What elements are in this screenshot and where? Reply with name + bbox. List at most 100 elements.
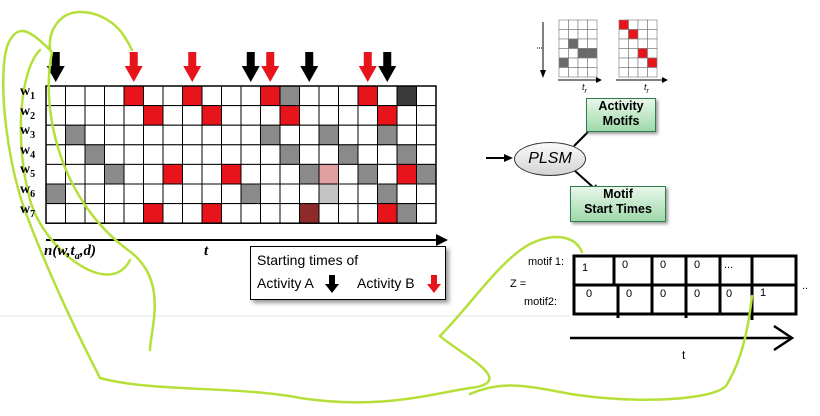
grid-cell: [143, 124, 164, 146]
thumbnail-cell: [647, 48, 658, 59]
motif-start-times-box: Motif Start Times: [570, 186, 666, 222]
thumbnail-cell: [637, 38, 648, 49]
grid-cell: [299, 183, 320, 205]
motif1-label: motif 1:: [528, 256, 565, 268]
thumbnail-cell: [568, 29, 579, 40]
thumbnail-cell: [568, 48, 579, 59]
grid-cell-filled: [123, 85, 144, 107]
thumb-axis-label-2: tr: [644, 82, 649, 95]
thumbnail-cell: [587, 48, 598, 59]
z-motif2-cell: 0: [626, 288, 633, 300]
activity-b-arrow-icon: [124, 52, 143, 82]
grid-cell: [201, 163, 222, 185]
grid-cell-filled: [396, 203, 417, 224]
activity-a-arrow-icon: [378, 52, 397, 82]
grid-cell: [377, 163, 398, 185]
grid-cell: [84, 105, 105, 126]
grid-cell-filled: [182, 85, 203, 107]
grid-cell: [45, 163, 66, 185]
grid-cell: [123, 105, 144, 126]
plsm-label: PLSM: [528, 150, 572, 167]
z-ellipsis: ..: [802, 280, 809, 292]
thumbnail-cell: [587, 57, 598, 68]
thumbnail-cell: [628, 38, 639, 49]
thumbnail-cell: [618, 19, 629, 30]
grid-cell: [377, 85, 398, 107]
z-time-arrow: [570, 324, 795, 352]
grid-cell: [104, 105, 125, 126]
grid-cell: [182, 124, 203, 146]
row-label-w4: w4: [20, 142, 36, 161]
grid-cell: [162, 144, 183, 165]
grid-cell: [143, 183, 164, 205]
thumbnail-cell: [558, 67, 569, 78]
grid-cell: [338, 85, 359, 107]
thumbnail-cell: [568, 67, 579, 78]
grid-cell: [357, 124, 378, 146]
thumbnail-cell: [618, 29, 629, 40]
grid-cell: [221, 105, 242, 126]
grid-cell-filled: [260, 85, 281, 107]
thumbnail-cell: [647, 19, 658, 30]
grid-cell: [65, 105, 86, 126]
thumbnail-cell: [558, 48, 569, 59]
thumbnail-cell: [558, 57, 569, 68]
grid-cell: [65, 203, 86, 224]
z-motif1-cell: 1: [582, 262, 589, 274]
thumbnail-cell: [647, 67, 658, 78]
thumbnail-cell: [628, 57, 639, 68]
thumbnail-cell: [628, 48, 639, 59]
grid-cell: [182, 144, 203, 165]
grid-cell: [162, 124, 183, 146]
grid-cell: [201, 144, 222, 165]
scribble-annotation: [2, 10, 754, 404]
grid-cell: [182, 105, 203, 126]
grid-cell-filled: [299, 163, 320, 185]
thumbnail-cell: [577, 57, 588, 68]
thumbnail-cell: [568, 38, 579, 49]
grid-cell: [65, 85, 86, 107]
thumb-axis-label-1: tr: [582, 82, 587, 95]
grid-cell: [416, 105, 437, 126]
grid-cell: [377, 144, 398, 165]
motif-thumbnail-a: [558, 19, 598, 78]
thumbnail-cell: [647, 29, 658, 40]
z-motif2-cell: 0: [586, 288, 593, 300]
thumbnail-cell: [558, 38, 569, 49]
activity-motifs-line2: Motifs: [602, 114, 640, 128]
grid-cell: [416, 124, 437, 146]
grid-cell-filled: [318, 124, 339, 146]
grid-cell-filled: [279, 85, 300, 107]
grid-cell-filled: [396, 85, 417, 107]
grid-cell: [143, 144, 164, 165]
thumbnail-cell: [637, 67, 648, 78]
grid-cell: [84, 124, 105, 146]
timeline-arrow: [46, 234, 448, 246]
grid-cell: [84, 163, 105, 185]
z-motif2-cell: 0: [694, 288, 701, 300]
legend-red-arrow-icon: [427, 275, 441, 293]
row-label-w5: w5: [20, 162, 36, 181]
grid-cell: [240, 203, 261, 224]
grid-cell: [240, 105, 261, 126]
activity-b-arrow-icon: [183, 52, 202, 82]
z-motif1-cell: 0: [622, 259, 629, 271]
grid-cell: [240, 124, 261, 146]
grid-cell: [299, 144, 320, 165]
motif-start-times-line1: Motif: [603, 187, 633, 201]
row-label-w2: w2: [20, 103, 36, 122]
grid-cell-filled: [416, 163, 437, 185]
grid-to-plsm-arrow: [486, 154, 513, 162]
thumbnail-cell: [637, 57, 648, 68]
thumbnail-cell: [587, 67, 598, 78]
grid-cell-filled: [221, 163, 242, 185]
thumbnail-cell: [618, 57, 629, 68]
grid-cell: [123, 163, 144, 185]
grid-cell: [182, 163, 203, 185]
grid-cell: [396, 124, 417, 146]
grid-cell: [416, 85, 437, 107]
grid-cell: [318, 105, 339, 126]
legend-activity-b: Activity B: [357, 275, 415, 291]
grid-cell: [162, 85, 183, 107]
activity-motifs-box: Activity Motifs: [586, 98, 656, 132]
